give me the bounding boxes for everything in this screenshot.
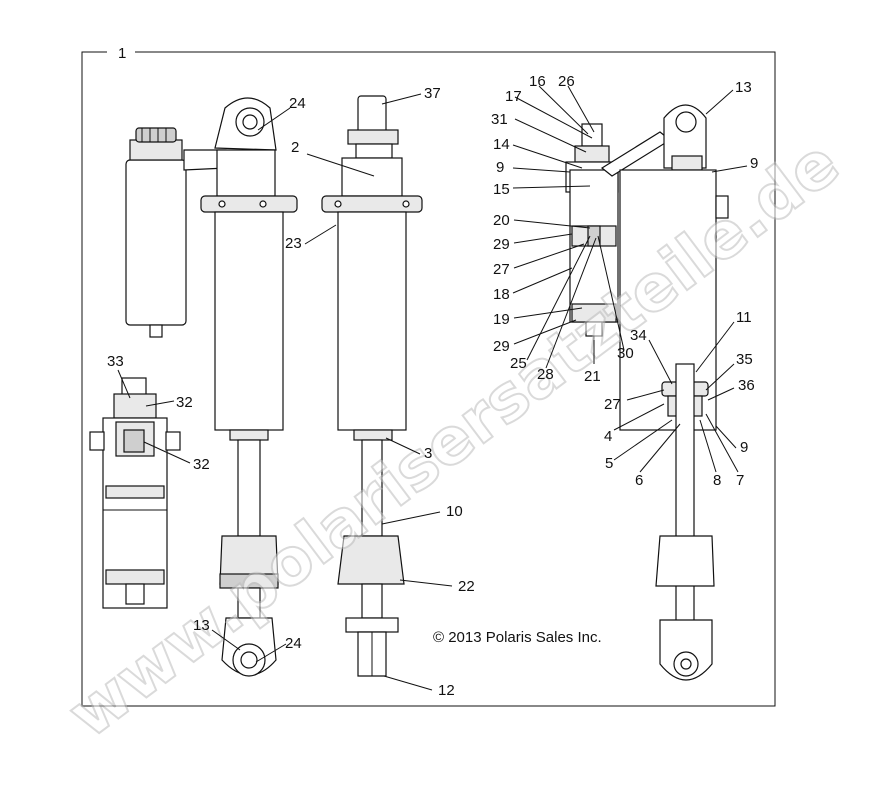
left-shock-assembly [125,97,298,677]
callout-7: 7 [736,472,744,489]
callout-12: 12 [438,682,455,699]
callout-9: 9 [750,155,758,172]
callout-3: 3 [424,445,432,462]
callout-19: 19 [493,311,510,328]
callout-27: 27 [493,261,510,278]
callout-22: 22 [458,578,475,595]
callout-5: 5 [605,455,613,472]
copyright-notice: © 2013 Polaris Sales Inc. [433,629,602,646]
callout-8: 8 [713,472,721,489]
callout-18: 18 [493,286,510,303]
callout-24: 24 [285,635,302,652]
callout-14: 14 [493,136,510,153]
shock-cross-section [619,104,729,681]
callout-28: 28 [537,366,554,383]
callout-17: 17 [505,88,522,105]
callout-9: 9 [496,159,504,176]
reservoir-section-view [89,377,181,609]
callout-2: 2 [291,139,299,156]
callout-13: 13 [735,79,752,96]
callout-24: 24 [289,95,306,112]
callout-10: 10 [446,503,463,520]
callout-16: 16 [529,73,546,90]
callout-32: 32 [193,456,210,473]
callout-11: 11 [736,309,752,326]
callout-1: 1 [118,45,126,62]
callout-9: 9 [740,439,748,456]
callout-31: 31 [491,111,508,128]
callout-25: 25 [510,355,527,372]
callout-34: 34 [630,327,647,344]
callout-20: 20 [493,212,510,229]
callout-4: 4 [604,428,612,445]
center-shock-assembly [321,95,423,677]
callout-35: 35 [736,351,753,368]
callout-33: 33 [107,353,124,370]
callout-36: 36 [738,377,755,394]
leader-lines [117,85,748,691]
callout-26: 26 [558,73,575,90]
callout-37: 37 [424,85,441,102]
callout-6: 6 [635,472,643,489]
callout-27: 27 [604,396,621,413]
callout-labels: 1 24 37 2 23 3 10 22 12 13 24 33 32 32 1… [107,45,758,699]
callout-23: 23 [285,235,302,252]
callout-29: 29 [493,236,510,253]
callout-15: 15 [493,181,510,198]
callout-13: 13 [193,617,210,634]
callout-32: 32 [176,394,193,411]
diagram-frame [81,51,776,707]
callout-29: 29 [493,338,510,355]
callout-21: 21 [584,368,601,385]
callout-30: 30 [617,345,634,362]
